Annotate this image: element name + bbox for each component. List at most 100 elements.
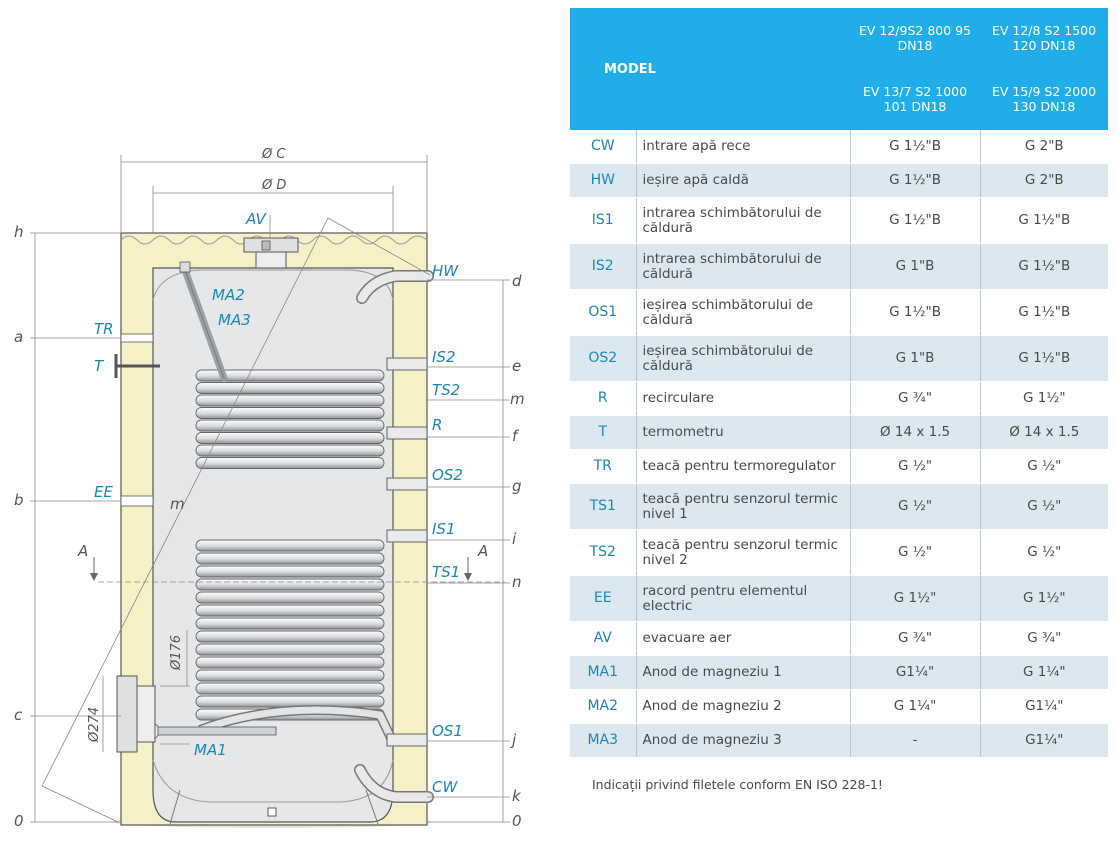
upper-coil-turn <box>195 407 385 419</box>
right-letter-n: n <box>512 573 522 591</box>
row-value-col2: G ½" <box>979 449 1109 484</box>
row-value-col1: G 1"B <box>849 243 981 290</box>
row-value-col2: G 1¼" <box>979 655 1109 690</box>
row-value-col2: G 2"B <box>979 130 1109 164</box>
row-description: teacă pentru termoregulator <box>636 449 851 484</box>
row-value-col2: G 1½"B <box>979 243 1109 290</box>
lower-coil-turn <box>195 656 385 669</box>
section-mark-right: A <box>477 542 488 560</box>
upper-coil-turn <box>195 369 385 382</box>
lower-coil-turn <box>195 669 385 682</box>
side-port <box>386 477 428 491</box>
row-value-col1: Ø 14 x 1.5 <box>849 415 981 450</box>
header-col2-top-line1: EV 12/8 S2 1500 <box>991 23 1097 38</box>
thermometer-fitting <box>114 354 160 378</box>
row-value-col2: G 2"B <box>979 163 1109 198</box>
lower-coil-turn <box>195 604 385 617</box>
row-value-col1: G 1½"B <box>849 130 981 164</box>
header-col1-top-line1: EV 12/9S2 800 95 <box>858 23 972 38</box>
label-hw: HW <box>432 262 459 280</box>
connections-spec-table: MODEL EV 12/9S2 800 95 DN18 EV 12/8 S2 1… <box>570 8 1109 758</box>
label-r: R <box>432 416 442 434</box>
dim-inner-diameter-d: Ø D <box>261 178 286 193</box>
label-tr: TR <box>94 320 114 338</box>
row-description: Anod de magneziu 1 <box>636 655 851 690</box>
row-code: MA3 <box>570 723 637 758</box>
right-leader-lines <box>427 279 510 798</box>
magnesium-anode-ma2-ma3 <box>179 261 228 382</box>
left-sleeves <box>116 333 156 753</box>
label-diagonal-m: m <box>170 495 185 513</box>
right-side-ports <box>386 357 428 747</box>
thread-standard-footnote: Indicații privind filetele conform EN IS… <box>592 777 883 792</box>
row-value-col2: G 1½"B <box>979 335 1109 382</box>
header-col2-bottom: EV 15/9 S2 2000 130 DN18 <box>980 68 1109 130</box>
row-description: ieșire apă caldă <box>636 163 851 198</box>
table-header-row-top: MODEL EV 12/9S2 800 95 DN18 EV 12/8 S2 1… <box>570 8 1109 130</box>
row-value-col1: G 1¼" <box>849 689 981 724</box>
row-code: TS2 <box>570 529 637 576</box>
header-col1-top: EV 12/9S2 800 95 DN18 <box>850 8 981 68</box>
row-description: teacă pentru senzorul termic nivel 1 <box>636 483 851 530</box>
label-ma1: MA1 <box>194 741 227 759</box>
lower-coil-turn <box>195 591 385 604</box>
row-value-col1: G ½" <box>849 449 981 484</box>
lower-coil-turn <box>195 630 385 643</box>
label-is2: IS2 <box>432 348 456 366</box>
header-col2-bottom-line2: 130 DN18 <box>1012 99 1076 114</box>
row-value-col2: G 1½"B <box>979 197 1109 244</box>
row-description: evacuare aer <box>636 621 851 656</box>
label-ma3: MA3 <box>218 311 251 329</box>
row-value-col1: - <box>849 723 981 758</box>
row-code: CW <box>570 130 637 164</box>
lower-coil-turn <box>195 578 385 591</box>
lower-coil-turn <box>195 539 385 552</box>
tank-legs <box>169 789 379 825</box>
right-letter-j: j <box>510 731 517 749</box>
row-description: Anod de magneziu 2 <box>636 689 851 724</box>
header-col1-bottom: EV 13/7 S2 1000 101 DN18 <box>850 68 981 130</box>
label-os2: OS2 <box>432 466 463 484</box>
row-value-col1: G 1½"B <box>849 289 981 336</box>
upper-coil-turn <box>195 394 385 407</box>
dim-outer-diameter-c: Ø C <box>261 147 286 162</box>
row-description: recirculare <box>636 381 851 416</box>
row-description: intrare apă rece <box>636 130 851 164</box>
row-value-col1: G ¾" <box>849 621 981 656</box>
upper-coil-turn <box>195 444 385 457</box>
row-value-col2: Ø 14 x 1.5 <box>979 415 1109 450</box>
row-description: termometru <box>636 415 851 450</box>
label-ts2: TS2 <box>432 381 460 399</box>
lower-heat-exchanger-coil <box>195 539 397 743</box>
row-code: T <box>570 415 637 450</box>
dimension-lines <box>30 155 510 823</box>
label-os1: OS1 <box>432 722 463 740</box>
upper-heat-exchanger-coil <box>195 369 385 469</box>
row-code: OS1 <box>570 289 637 336</box>
row-value-col1: G ¾" <box>849 381 981 416</box>
right-letter-i: i <box>512 530 517 548</box>
label-ts1: TS1 <box>432 563 460 581</box>
upper-coil-turn <box>195 382 385 394</box>
right-letter-d: d <box>512 272 522 290</box>
row-code: AV <box>570 621 637 656</box>
header-col1-bottom-line1: EV 13/7 S2 1000 <box>862 84 968 99</box>
section-arrows <box>90 557 472 581</box>
row-value-col2: G 1½"B <box>979 289 1109 336</box>
row-value-col2: G1¼" <box>979 689 1109 724</box>
header-col2-top: EV 12/8 S2 1500 120 DN18 <box>980 8 1109 68</box>
lower-coil-outlet-inner <box>198 706 396 742</box>
header-col2-top-line2: 120 DN18 <box>1012 38 1076 53</box>
row-value-col2: G ½" <box>979 483 1109 530</box>
header-col1-top-line2: DN18 <box>897 38 933 53</box>
